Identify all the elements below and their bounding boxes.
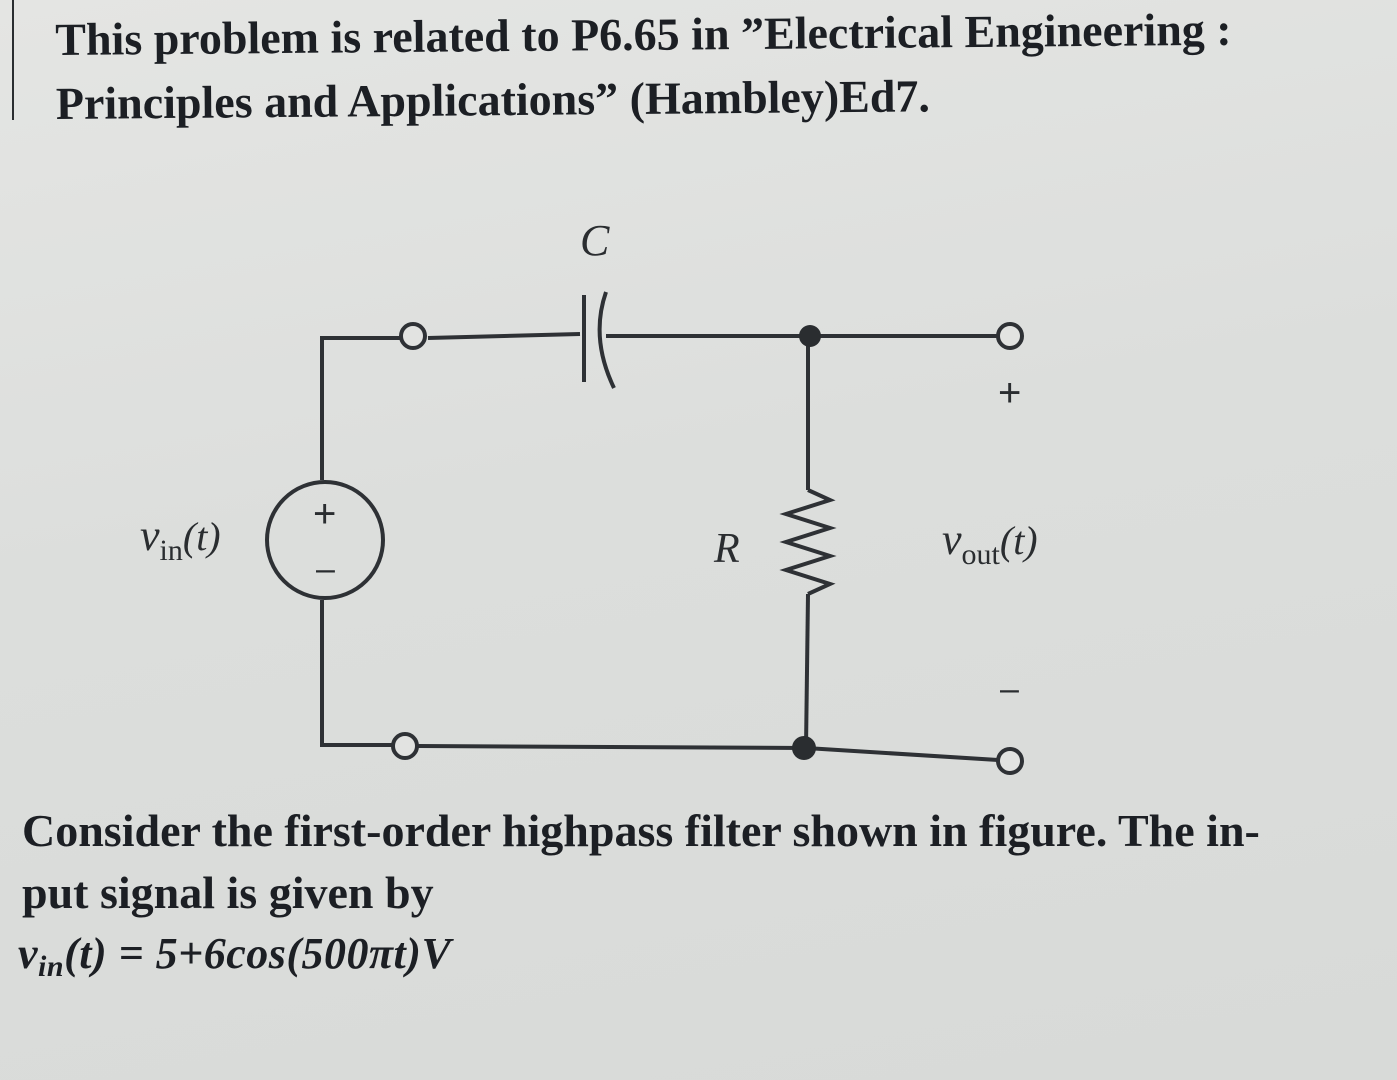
source-voltage-label: vin(t) xyxy=(140,511,221,567)
capacitor-label: C xyxy=(580,216,610,265)
wire-bottom-rail xyxy=(417,744,999,762)
output-terminal-bottom xyxy=(996,747,1024,775)
source-label-sub: in xyxy=(160,534,183,567)
input-terminal-top xyxy=(399,322,427,350)
source-label-main: v xyxy=(140,511,160,560)
resistor-zigzag xyxy=(779,488,837,596)
source-plus-sign: + xyxy=(313,492,336,536)
source-label-arg: (t) xyxy=(183,514,221,559)
output-terminal-top xyxy=(996,322,1024,350)
page-margin-rule xyxy=(12,0,14,120)
output-label-main: v xyxy=(942,515,962,564)
capacitor-plate-curved xyxy=(597,291,616,389)
formula-subscript: in xyxy=(38,950,65,983)
wire-left-bottom xyxy=(320,600,392,747)
formula-lhs: v xyxy=(18,929,39,978)
source-minus-sign: – xyxy=(316,550,335,588)
output-voltage-label: vout(t) xyxy=(942,515,1038,571)
formula-rhs: (t) = 5+6cos(500πt)V xyxy=(64,929,452,978)
output-plus-sign: + xyxy=(998,371,1021,415)
problem-line-2: put signal is given by xyxy=(22,867,434,918)
resistor-label: R xyxy=(713,526,740,572)
problem-line-1: Consider the first-order highpass filter… xyxy=(22,805,1260,856)
problem-statement: Consider the first-order highpass filter… xyxy=(22,800,1397,924)
input-terminal-bottom xyxy=(391,732,419,760)
input-signal-formula: vin(t) = 5+6cos(500πt)V xyxy=(18,928,452,983)
wire-left-top xyxy=(320,336,400,480)
voltage-source-circle xyxy=(265,480,385,600)
output-label-sub: out xyxy=(962,538,1001,571)
output-label-arg: (t) xyxy=(1000,518,1038,563)
highpass-filter-circuit-diagram: C R + – vin(t) + – vout(t) xyxy=(140,216,1038,775)
wire-to-capacitor xyxy=(427,332,581,340)
wire-resistor-to-bottom xyxy=(804,593,810,749)
output-minus-sign: – xyxy=(1000,670,1019,708)
node-dot-top xyxy=(799,325,821,347)
node-dot-bottom xyxy=(792,736,816,760)
